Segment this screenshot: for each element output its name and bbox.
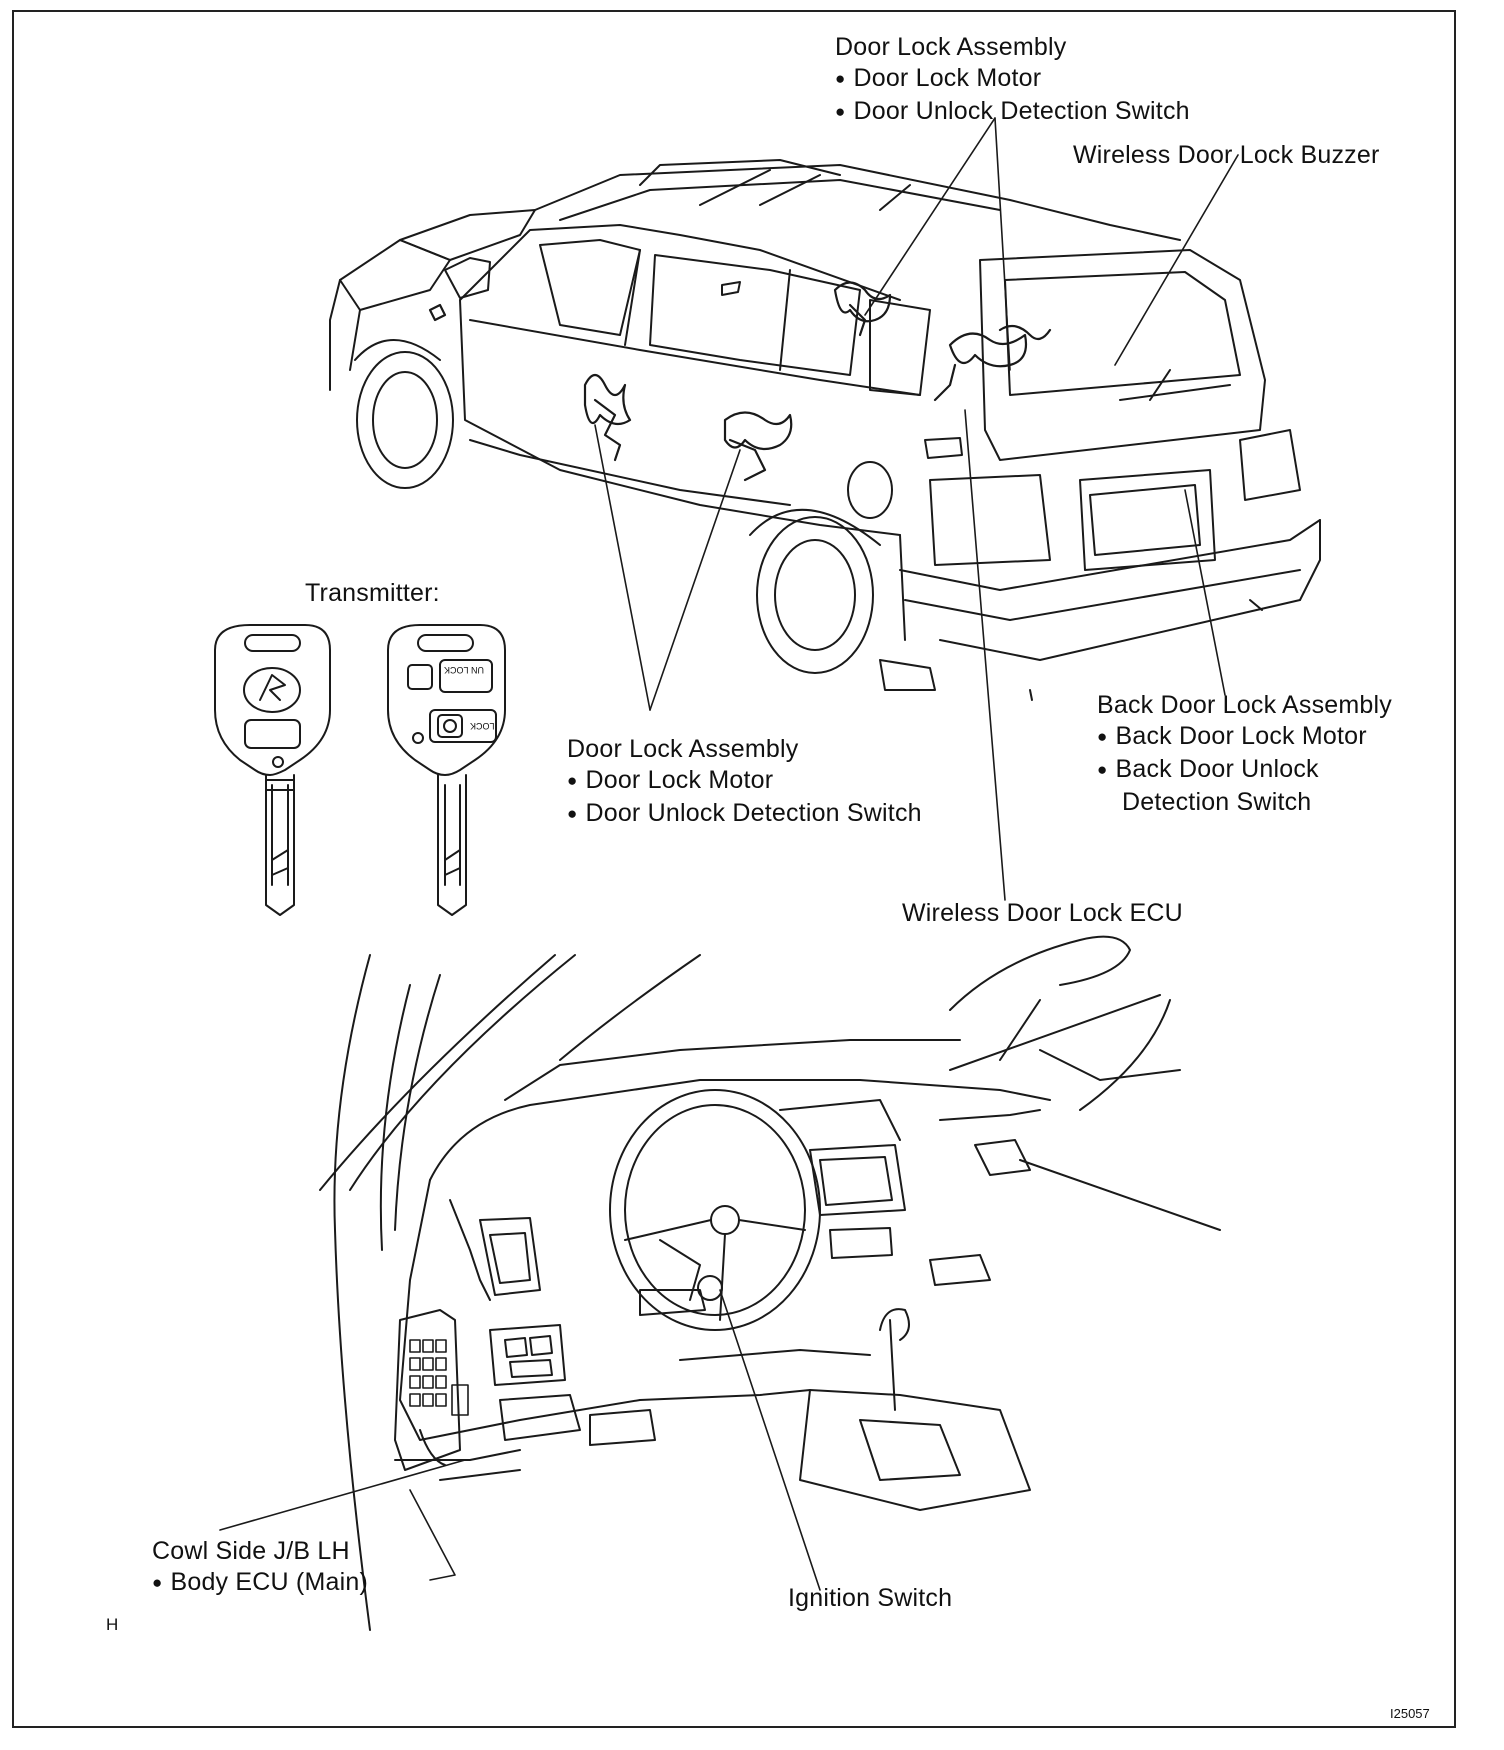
corner-mark: H [106, 1615, 119, 1634]
transmitter-key-back [387, 624, 506, 916]
dashboard-illustration [319, 935, 1221, 1631]
back-door-title: Back Door Lock Assembly [1097, 691, 1392, 719]
label-cowl-side-jb: Cowl Side J/B LH Body ECU (Main) [152, 1536, 368, 1600]
label-ignition-switch: Ignition Switch [788, 1584, 953, 1612]
suv-illustration [329, 159, 1321, 701]
label-back-door-lock-assembly: Back Door Lock Assembly Back Door Lock M… [1097, 690, 1392, 818]
door-lock-bottom-title: Door Lock Assembly [567, 735, 799, 763]
cowl-item-body-ecu: Body ECU (Main) [152, 1567, 368, 1600]
cowl-title: Cowl Side J/B LH [152, 1537, 350, 1565]
key-lock-label: LOCK [470, 721, 495, 731]
figure-id: I25057 [1390, 1706, 1430, 1721]
leader-lines [219, 117, 1239, 1591]
transmitter-key-front [214, 624, 331, 916]
back-door-item-motor: Back Door Lock Motor [1097, 721, 1392, 754]
key-unlock-label: UN LOCK [444, 665, 485, 675]
label-transmitter: Transmitter: [305, 579, 440, 607]
door-lock-bottom-item-switch: Door Unlock Detection Switch [567, 798, 922, 831]
label-door-lock-assembly-bottom: Door Lock Assembly Door Lock Motor Door … [567, 734, 922, 831]
label-door-lock-assembly-top: Door Lock Assembly Door Lock Motor Door … [835, 32, 1190, 129]
label-wireless-door-lock-ecu: Wireless Door Lock ECU [902, 899, 1183, 927]
door-lock-top-item-switch: Door Unlock Detection Switch [835, 96, 1190, 129]
back-door-item-switch-line2: Detection Switch [1122, 788, 1312, 816]
door-lock-top-item-motor: Door Lock Motor [835, 63, 1190, 96]
label-wireless-door-lock-buzzer: Wireless Door Lock Buzzer [1073, 141, 1380, 169]
door-lock-bottom-item-motor: Door Lock Motor [567, 765, 922, 798]
back-door-item-switch-line1: Back Door Unlock [1097, 754, 1392, 787]
door-lock-top-title: Door Lock Assembly [835, 33, 1067, 61]
figure-frame [12, 10, 1456, 1728]
